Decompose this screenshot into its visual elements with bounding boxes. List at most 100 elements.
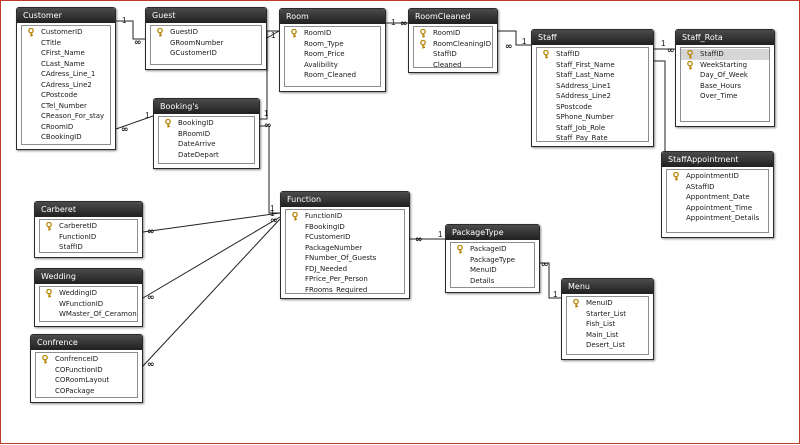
field[interactable]: CPostcode — [22, 90, 110, 101]
field[interactable]: MenuID — [451, 265, 534, 276]
relationship-line-customer-bookings[interactable] — [115, 115, 154, 130]
field[interactable]: DateDepart — [159, 150, 254, 161]
table-title[interactable]: Function — [281, 192, 409, 207]
relationship-line-packagetype-menu[interactable] — [540, 262, 561, 299]
field[interactable]: Appontment_Date — [667, 192, 768, 203]
field[interactable]: Desert_List — [567, 340, 648, 351]
primary-key-field[interactable]: CarberetID — [40, 221, 137, 232]
primary-key-field[interactable]: BookingID — [159, 118, 254, 129]
field[interactable]: Room_Type — [285, 39, 380, 50]
relationship-line-bookings-function[interactable] — [260, 125, 280, 214]
primary-key-field[interactable]: GuestID — [151, 27, 261, 38]
field[interactable]: CBookingID — [22, 132, 110, 143]
primary-key-field[interactable]: WeddingID — [40, 288, 137, 299]
table-title[interactable]: PackageType — [446, 225, 539, 240]
field[interactable]: Staff_Job_Role — [537, 123, 648, 134]
field[interactable]: GRoomNumber — [151, 38, 261, 49]
field[interactable]: CAdress_Line2 — [22, 80, 110, 91]
primary-key-field[interactable]: ConfrenceID — [36, 354, 137, 365]
field[interactable]: COFunctionID — [36, 365, 137, 376]
field[interactable]: Main_List — [567, 330, 648, 341]
field[interactable]: SPhone_Number — [537, 112, 648, 123]
field[interactable]: FPrice_Per_Person — [286, 274, 404, 285]
primary-key-field[interactable]: AppointmentID — [667, 171, 768, 182]
relationship-line-confrence-function[interactable] — [142, 218, 281, 367]
field[interactable]: CORoomLayout — [36, 375, 137, 386]
field[interactable]: WFunctionID — [40, 299, 137, 310]
table-title[interactable]: Staff_Rota — [676, 30, 774, 45]
relationship-line-carberet-function[interactable] — [142, 212, 281, 233]
table-title[interactable]: Guest — [146, 8, 266, 23]
primary-key-field[interactable]: RoomID — [414, 28, 492, 39]
field[interactable]: CRoomID — [22, 122, 110, 133]
table-title[interactable]: Booking's — [154, 99, 259, 114]
field[interactable]: Avalibility — [285, 60, 380, 71]
primary-key-field[interactable]: FunctionID — [286, 211, 404, 222]
field[interactable]: GCustomerID — [151, 48, 261, 59]
field[interactable]: CFirst_Name — [22, 48, 110, 59]
primary-key-field[interactable]: StaffID — [537, 49, 648, 60]
field[interactable]: PackageType — [451, 255, 534, 266]
field[interactable]: Room_Cleaned — [285, 70, 380, 81]
field[interactable]: Fish_List — [567, 319, 648, 330]
field[interactable]: DateArrive — [159, 139, 254, 150]
field[interactable]: Details — [451, 276, 534, 287]
primary-key-field[interactable]: CustomerID — [22, 27, 110, 38]
relationship-line-wedding-function[interactable] — [142, 216, 281, 299]
field[interactable]: Staff_First_Name — [537, 60, 648, 71]
field[interactable]: Over_Time — [681, 91, 769, 102]
field[interactable]: FCustomerID — [286, 232, 404, 243]
field[interactable]: Appointment_Time — [667, 203, 768, 214]
field[interactable]: SAddress_Line1 — [537, 81, 648, 92]
field[interactable]: Staff_Last_Name — [537, 70, 648, 81]
field[interactable]: CTitle — [22, 38, 110, 49]
table-title[interactable]: Room — [280, 9, 385, 24]
table-title[interactable]: RoomCleaned — [409, 9, 497, 24]
field[interactable]: Cleaned — [414, 60, 492, 68]
field[interactable]: COPackage — [36, 386, 137, 397]
primary-key-field[interactable]: WeekStarting — [681, 60, 769, 71]
primary-key-field[interactable]: RoomCleaningID — [414, 39, 492, 50]
field[interactable]: SPostcode — [537, 102, 648, 113]
primary-key-field[interactable]: MenuID — [567, 298, 648, 309]
table-title[interactable]: StaffAppointment — [662, 152, 773, 167]
table-title[interactable]: Confrence — [31, 335, 142, 350]
field[interactable]: FunctionID — [40, 232, 137, 243]
relationship-line-customer-guest[interactable] — [116, 20, 145, 40]
table-title[interactable]: Customer — [17, 8, 115, 23]
field[interactable]: PackageNumber — [286, 243, 404, 254]
table-title[interactable]: Staff — [532, 30, 653, 45]
field[interactable]: SAddress_Line2 — [537, 91, 648, 102]
field[interactable]: Day_Of_Week — [681, 70, 769, 81]
field[interactable]: StaffID — [414, 49, 492, 60]
field[interactable]: Staff_Pay_Rate — [537, 133, 648, 141]
relationship-line-guest-room[interactable] — [266, 30, 280, 39]
table-title[interactable]: Menu — [562, 279, 653, 294]
field[interactable]: StaffID — [40, 242, 137, 252]
field[interactable]: Starter_List — [567, 309, 648, 320]
field[interactable]: BRoomID — [159, 129, 254, 140]
